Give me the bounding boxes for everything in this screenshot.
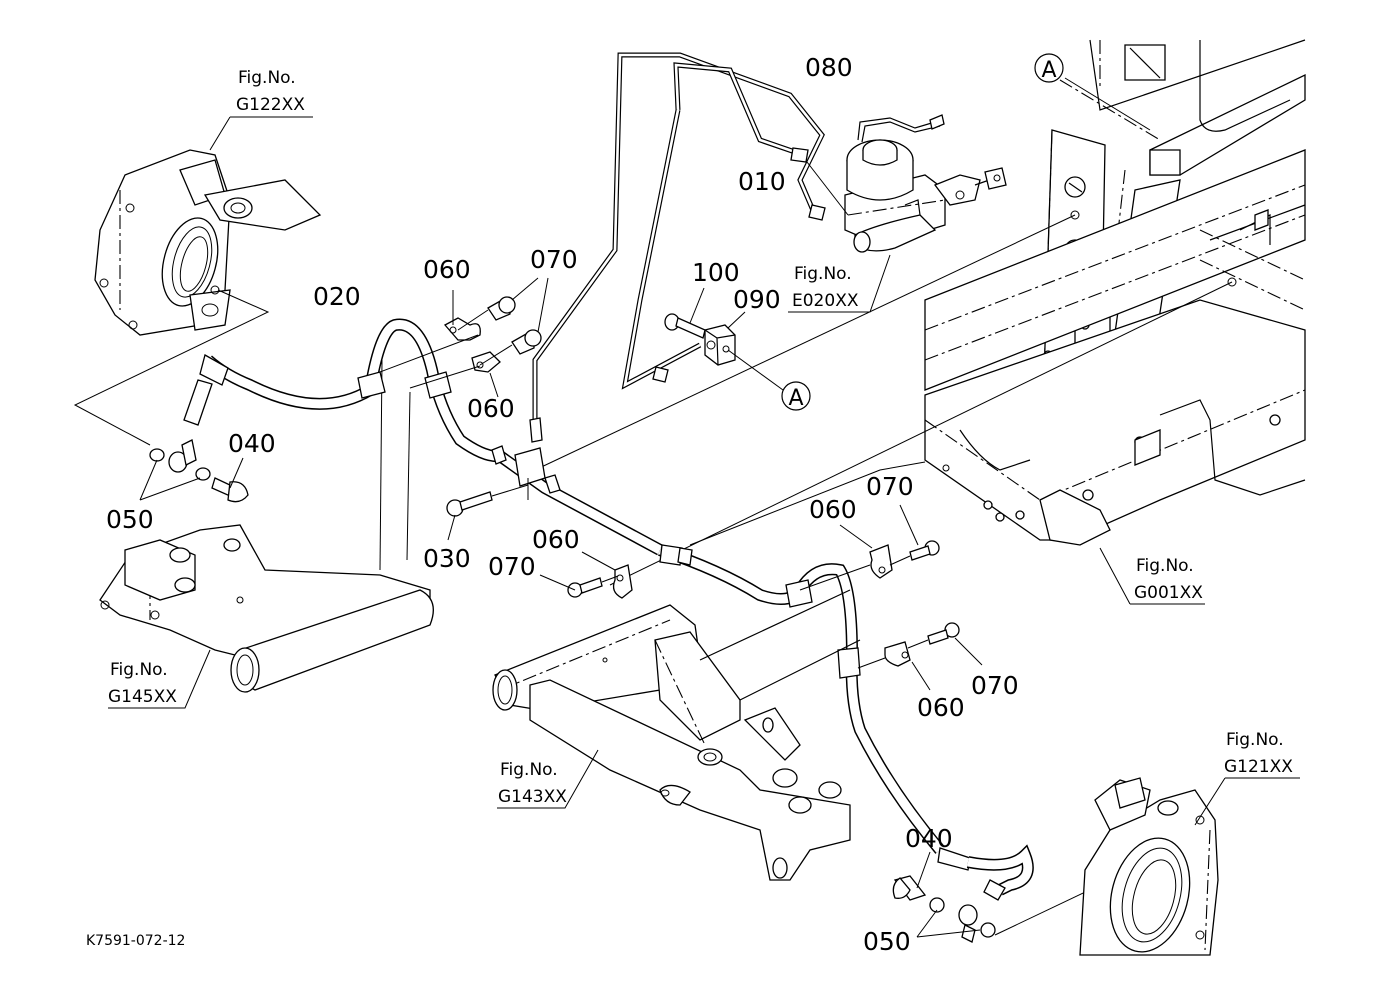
fig-ref-label: Fig.No.	[238, 68, 296, 88]
clamp-center	[567, 564, 633, 599]
leader-050a	[139, 459, 201, 501]
left-lower-arm	[99, 524, 434, 693]
callout-070: 070	[866, 472, 914, 501]
callout-050: 050	[106, 505, 154, 534]
fig-ref-label: Fig.No.	[1136, 556, 1194, 576]
callout-070: 070	[971, 671, 1019, 700]
guide-line	[406, 391, 411, 561]
figure-references: Fig.No. G122XX Fig.No. E020XX Fig.No. G0…	[108, 68, 1293, 807]
right-lower-arm	[492, 589, 861, 881]
fig-ref-label: Fig.No.	[500, 760, 558, 780]
guide-line	[994, 884, 1101, 936]
guide-line	[689, 461, 926, 546]
callout-060: 060	[917, 693, 965, 722]
fig-ref-g143: Fig.No. G143XX	[498, 760, 567, 807]
leader-e020	[788, 254, 891, 313]
fig-ref-code: E020XX	[792, 291, 859, 311]
master-cylinder	[844, 114, 1007, 253]
fig-ref-code: G143XX	[498, 787, 567, 807]
joint-block-090	[704, 324, 736, 366]
leader-040a	[229, 457, 244, 489]
marker-letter: A	[1041, 58, 1056, 83]
clamps-right	[799, 540, 960, 669]
callout-060: 060	[423, 255, 471, 284]
callouts: 010 020 030 040 040 050 050 060 060 060 …	[106, 53, 1019, 956]
guide-line	[379, 359, 383, 571]
callout-090: 090	[733, 285, 781, 314]
callout-030: 030	[423, 544, 471, 573]
fig-ref-e020: Fig.No. E020XX	[792, 264, 859, 311]
callout-060: 060	[467, 394, 515, 423]
leader-060c	[581, 551, 616, 571]
frame-assembly	[924, 39, 1306, 546]
fig-ref-code: G122XX	[236, 95, 305, 115]
leader-a1	[1064, 77, 1151, 131]
fig-ref-g121: Fig.No. G121XX	[1224, 730, 1293, 777]
leader-g121	[1194, 777, 1300, 826]
bolt-030	[446, 484, 529, 517]
callout-060: 060	[809, 495, 857, 524]
drawing-code: K7591-072-12	[86, 933, 185, 949]
callout-040: 040	[905, 824, 953, 853]
fig-ref-g122: Fig.No. G122XX	[236, 68, 305, 115]
callout-080: 080	[805, 53, 853, 82]
brake-lines-center	[491, 445, 1034, 943]
leader-a2	[727, 349, 784, 391]
connection-marker-a-lower: A	[781, 381, 811, 411]
left-knuckle	[94, 149, 322, 336]
bolt-100	[664, 313, 706, 339]
fig-ref-label: Fig.No.	[794, 264, 852, 284]
callout-050: 050	[863, 927, 911, 956]
leader-070b	[539, 574, 576, 591]
brake-hose-left	[149, 318, 501, 503]
connection-marker-a-upper: A	[1034, 53, 1064, 83]
leader-070d	[954, 637, 983, 666]
callout-060: 060	[532, 525, 580, 554]
brake-pipes	[529, 52, 826, 443]
clamps-upper	[379, 296, 542, 389]
fig-ref-label: Fig.No.	[1226, 730, 1284, 750]
leader-090	[727, 311, 746, 329]
leader-050b	[916, 909, 981, 938]
leader-060b	[489, 372, 499, 398]
right-knuckle	[1079, 777, 1219, 956]
leader-100	[689, 287, 705, 324]
fig-ref-code: G001XX	[1134, 583, 1203, 603]
leader-g145	[108, 649, 211, 709]
leader-070a	[511, 277, 549, 333]
fig-ref-code: G121XX	[1224, 757, 1293, 777]
fig-ref-g145: Fig.No. G145XX	[108, 660, 177, 707]
callout-100: 100	[692, 258, 740, 287]
leader-g143	[497, 749, 599, 809]
fig-ref-g001: Fig.No. G001XX	[1099, 547, 1205, 605]
callout-070: 070	[530, 245, 578, 274]
guide-line	[73, 289, 270, 446]
leader-060e	[911, 661, 931, 691]
leader-070c	[899, 504, 919, 546]
leader-030	[447, 514, 456, 541]
guide-line	[806, 161, 849, 216]
leader-060d	[839, 524, 873, 549]
guide-line	[534, 214, 1076, 471]
callout-010: 010	[738, 167, 786, 196]
leader-040b	[916, 851, 931, 889]
fig-ref-code: G145XX	[108, 687, 177, 707]
leader-g122	[209, 116, 313, 151]
callout-020: 020	[313, 282, 361, 311]
callout-040: 040	[228, 429, 276, 458]
fig-ref-label: Fig.No.	[110, 660, 168, 680]
callout-070: 070	[488, 552, 536, 581]
marker-letter: A	[788, 386, 803, 411]
guide-line	[609, 281, 1233, 586]
